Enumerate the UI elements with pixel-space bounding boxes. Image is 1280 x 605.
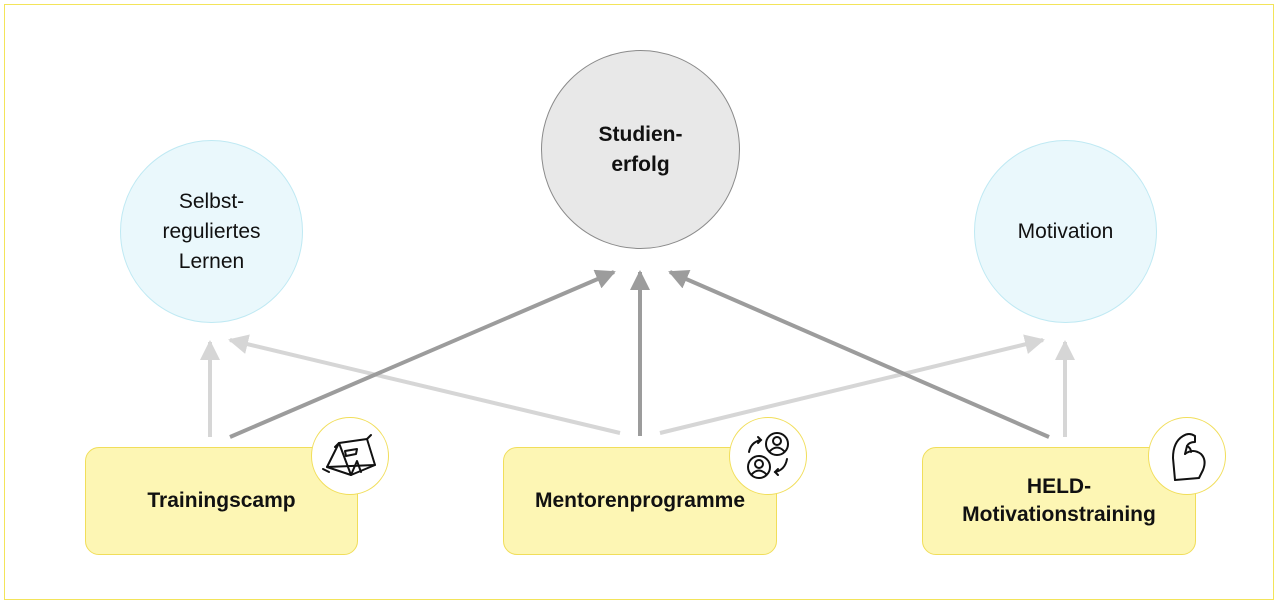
program-held-motivationstraining: HELD- Motivationstraining xyxy=(922,447,1196,555)
program-trainingscamp-label: Trainingscamp xyxy=(147,489,296,512)
flexed-arm-icon xyxy=(1172,433,1206,481)
diagram-frame xyxy=(4,4,1274,600)
node-selbstreguliertes-lernen: Selbst- reguliertes Lernen xyxy=(120,140,303,323)
arrow-mentoren-to-lernen xyxy=(228,334,621,435)
node-motivation: Motivation xyxy=(974,140,1157,323)
node-studienerfolg: Studien- erfolg xyxy=(541,50,740,249)
badge-mentorenprogramme xyxy=(729,417,807,495)
program-mentorenprogramme-label: Mentorenprogramme xyxy=(534,489,746,512)
node-studienerfolg-label: Studien- erfolg xyxy=(598,122,683,176)
node-motivation-label: Motivation xyxy=(1017,219,1114,243)
program-trainingscamp: Trainingscamp xyxy=(85,447,358,555)
badge-held-motivationstraining xyxy=(1148,417,1226,495)
arrow-mentoren-to-motivation xyxy=(659,334,1045,435)
tent-icon xyxy=(322,434,376,476)
program-held-label: HELD- Motivationstraining xyxy=(962,475,1156,526)
arrow-held-to-studienerfolg xyxy=(668,270,1050,439)
badge-trainingscamp xyxy=(311,417,389,495)
mentoring-exchange-icon xyxy=(747,432,789,479)
node-lernen-label: Selbst- reguliertes Lernen xyxy=(162,189,261,273)
arrow-trainingscamp-to-studienerfolg xyxy=(229,269,616,439)
